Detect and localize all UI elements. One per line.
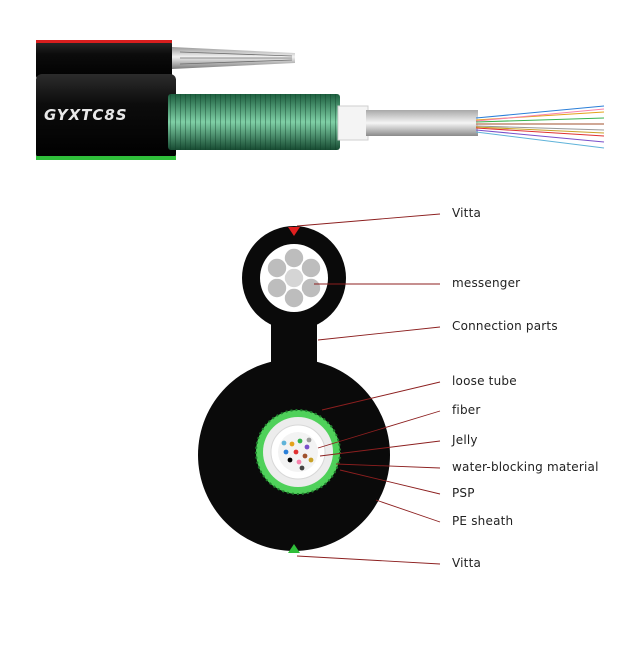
leader-lines [296, 213, 441, 565]
label-pe-sheath: PE sheath [452, 514, 514, 528]
cable-side-view [36, 40, 605, 160]
label-jelly: Jelly [452, 433, 478, 447]
label-psp: PSP [452, 486, 475, 500]
label-fiber: fiber [452, 403, 481, 417]
red-vitta-stripe [36, 40, 172, 43]
cable-cross-section [198, 226, 390, 553]
model-marking: GYXTC8S [44, 106, 128, 124]
label-messenger: messenger [452, 276, 521, 290]
label-loose-tube: loose tube [452, 374, 517, 388]
fiber-dots [281, 437, 314, 471]
main-jacket [36, 74, 176, 160]
vitta-bottom-marker [288, 544, 300, 553]
green-vitta-stripe [36, 156, 176, 160]
loose-tube-side [366, 110, 478, 136]
connection-neck [271, 322, 317, 366]
vitta-top-marker [288, 227, 300, 236]
fibers-side [475, 105, 605, 149]
steel-wires [266, 247, 322, 309]
label-connection-parts: Connection parts [452, 319, 558, 333]
water-blocking-layer [337, 105, 369, 141]
label-vitta-bottom: Vitta [452, 556, 482, 570]
messenger-jacket [36, 40, 172, 80]
label-vitta-top: Vitta [452, 206, 482, 220]
label-water-blocking-material: water-blocking material [452, 460, 599, 474]
